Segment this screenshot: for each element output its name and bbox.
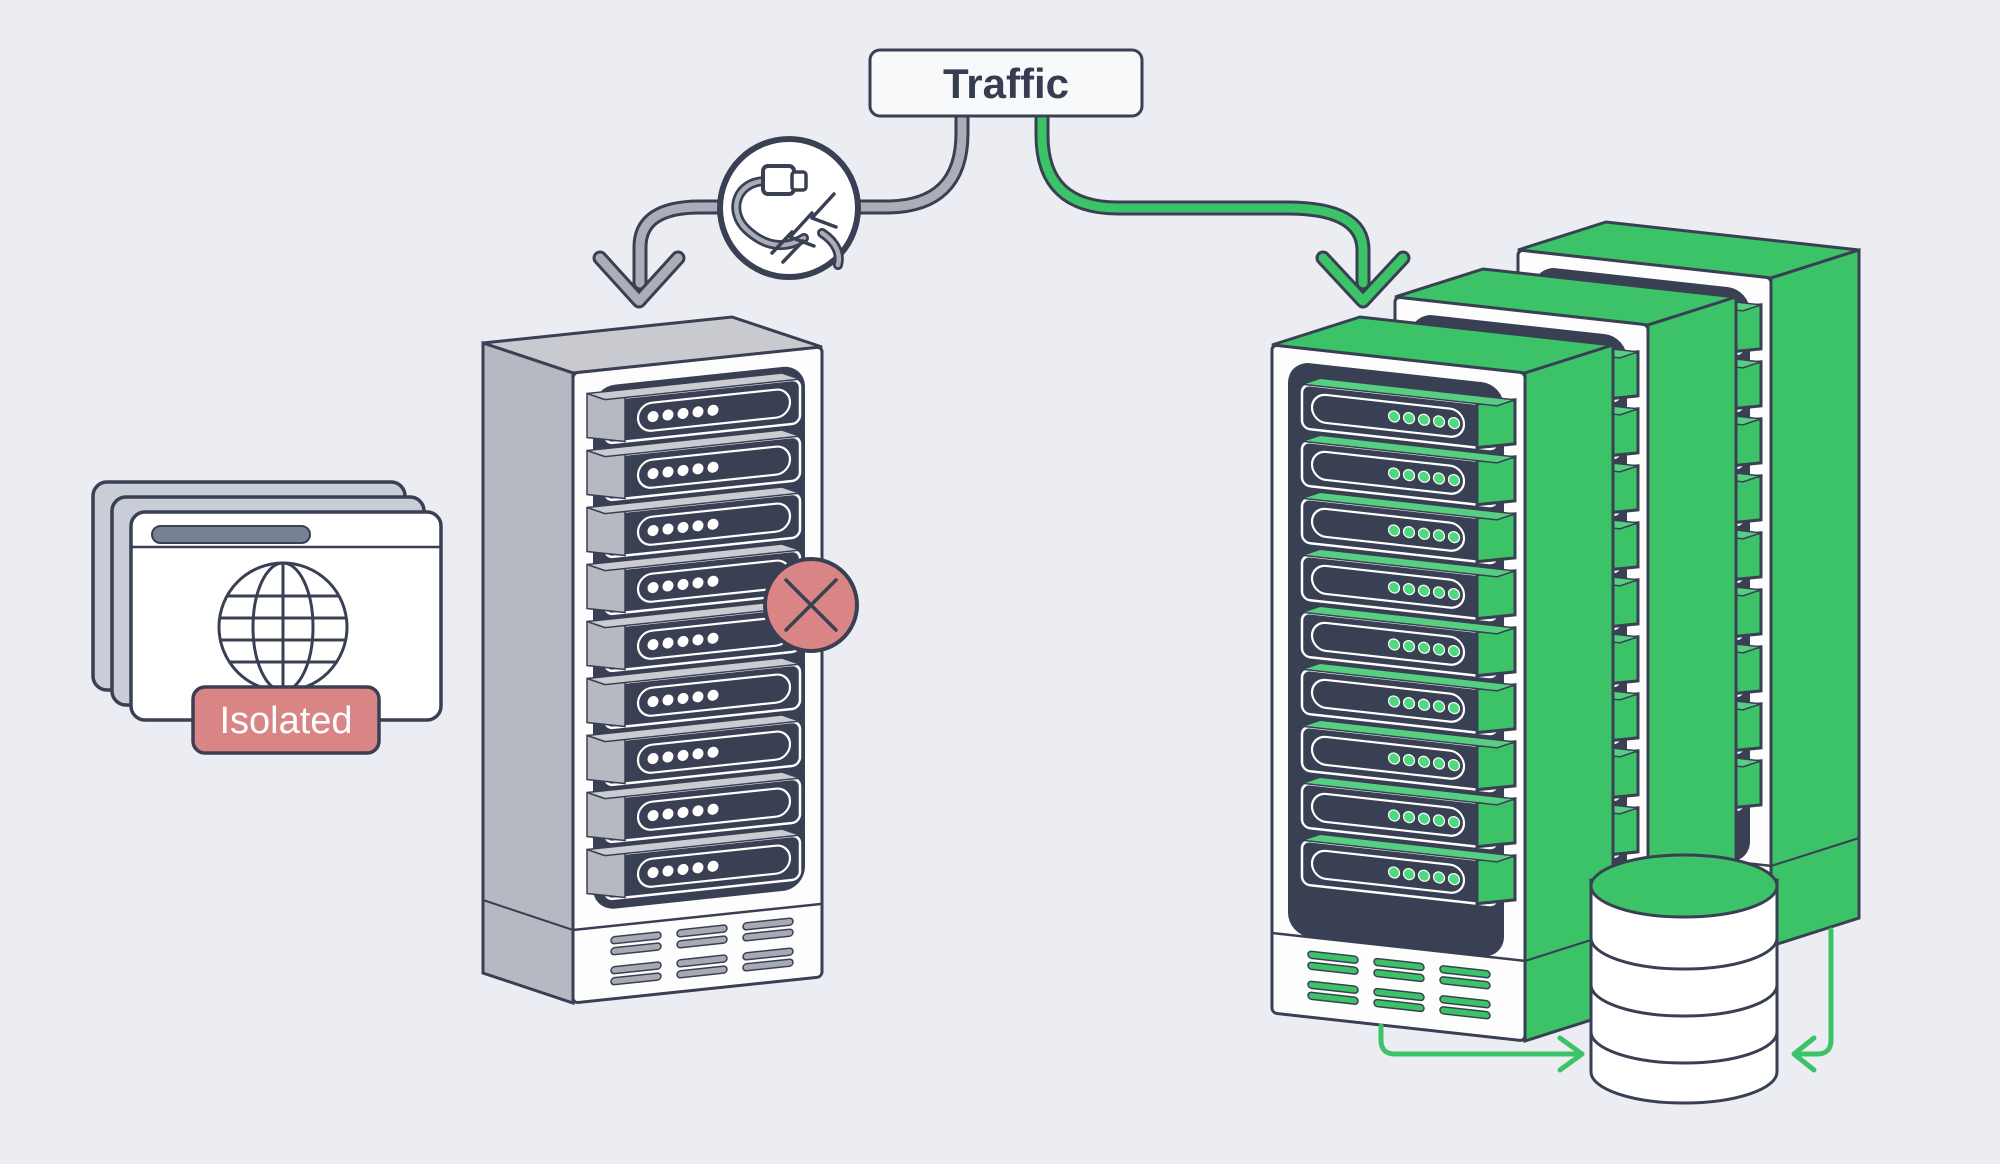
disconnected-plug-icon xyxy=(717,136,861,280)
isolated-server-rack xyxy=(481,315,824,1006)
rack-side-face xyxy=(481,340,575,1006)
isolated-badge-label: Isolated xyxy=(219,700,352,742)
url-bar xyxy=(151,525,311,544)
active-server-rack-front xyxy=(1272,317,1613,1041)
rack-units xyxy=(585,369,802,903)
blocked-traffic-arrow xyxy=(592,109,970,309)
traffic-label-box: Traffic xyxy=(868,48,1144,118)
database-arrow-right xyxy=(1791,927,1834,1073)
globe-icon xyxy=(217,561,349,693)
plug-head xyxy=(761,164,796,196)
database-top xyxy=(1589,853,1779,919)
error-x-icon xyxy=(763,557,859,653)
database-arrow-left xyxy=(1378,1023,1585,1073)
isolated-badge: Isolated xyxy=(191,685,381,755)
allowed-traffic-arrow xyxy=(1034,109,1411,309)
database-icon xyxy=(1589,853,1779,1105)
traffic-label: Traffic xyxy=(943,60,1069,107)
browser-window-stack: Isolated xyxy=(91,480,443,755)
